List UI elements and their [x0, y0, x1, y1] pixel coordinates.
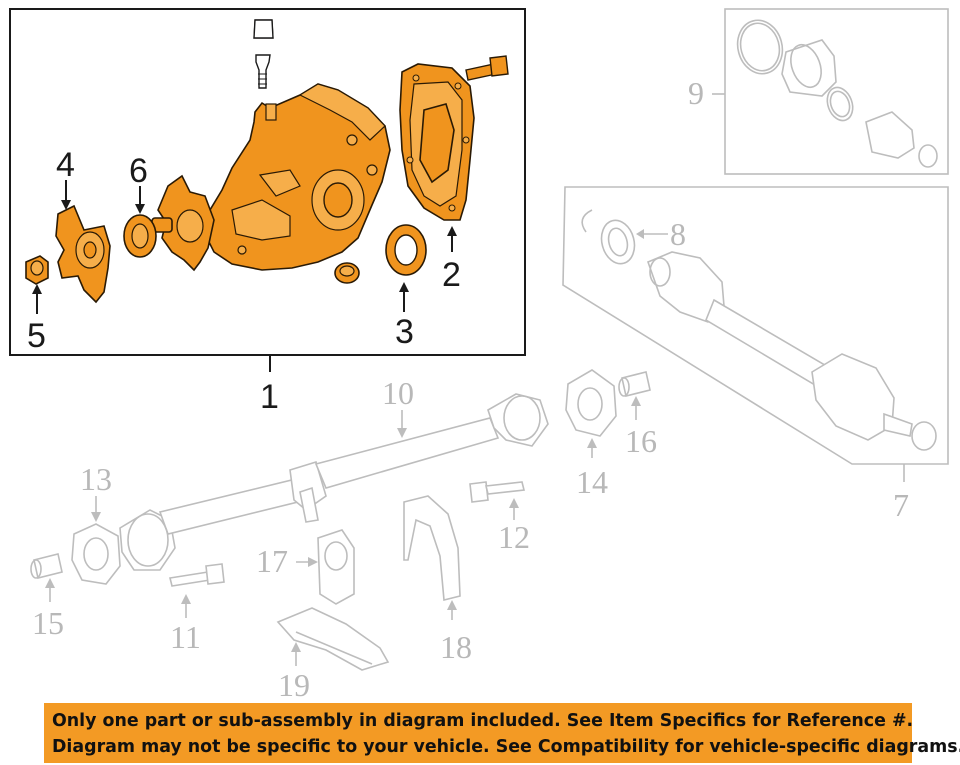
axle-frame [562, 186, 949, 465]
callout-3: 3 [395, 313, 414, 351]
bolt-12: 12 [469, 481, 530, 555]
callout-13: 13 [80, 461, 112, 497]
bushing-rear: 16 [618, 371, 657, 459]
center-support-bearing: 17 [256, 529, 355, 605]
boot-kit-frame [724, 8, 949, 175]
axle-shaft-group: 8 7 [562, 186, 949, 523]
callout-10: 10 [382, 375, 414, 411]
companion-flange [55, 204, 111, 304]
mount-bracket: 19 [276, 607, 390, 703]
callout-7: 7 [893, 487, 909, 523]
callout-4: 4 [56, 146, 75, 184]
pinion-seal [123, 214, 157, 258]
assembly-frame [9, 8, 526, 356]
callout-17: 17 [256, 543, 288, 579]
callout-9: 9 [688, 75, 704, 111]
flex-disc-rear: 14 [565, 369, 617, 500]
callout-11: 11 [170, 619, 201, 655]
callout-18: 18 [440, 629, 472, 665]
callout-12: 12 [498, 519, 530, 555]
drain-plug [334, 262, 360, 284]
callout-5: 5 [27, 317, 46, 355]
bolt-11: 11 [169, 563, 225, 655]
differential-assembly-group: 4 6 5 3 2 1 [9, 8, 526, 416]
cv-boot-kit-group: 9 [688, 8, 949, 175]
callout-2: 2 [442, 256, 461, 294]
disclaimer-line-2: Diagram may not be specific to your vehi… [52, 737, 960, 757]
driveshaft-group: 10 [119, 375, 549, 571]
callout-6: 6 [129, 152, 148, 190]
callout-14: 14 [576, 464, 608, 500]
callout-16: 16 [625, 423, 657, 459]
breather-vent [253, 19, 274, 89]
disclaimer-line-1: Only one part or sub-assembly in diagram… [52, 711, 914, 731]
disclaimer-banner: Only one part or sub-assembly in diagram… [44, 703, 960, 763]
bushing-front: 15 [30, 553, 64, 641]
axle-seal [385, 224, 427, 276]
differential-housing [151, 83, 391, 272]
callout-15: 15 [32, 605, 64, 641]
heat-shield: 18 [403, 495, 472, 665]
flange-nut [25, 255, 49, 285]
callout-19: 19 [278, 667, 310, 703]
rear-cover [399, 55, 509, 221]
callout-1: 1 [260, 378, 279, 416]
callout-8: 8 [670, 216, 686, 252]
flex-disc-front: 13 [71, 461, 121, 585]
